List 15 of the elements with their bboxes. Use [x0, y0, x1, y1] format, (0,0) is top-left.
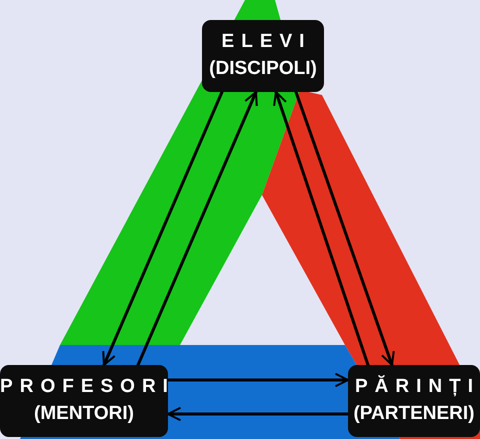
label-box: [348, 365, 480, 437]
label-box: [202, 20, 324, 92]
role-title: PĂRINȚI: [355, 374, 480, 399]
role-subtitle: (PARTENERI): [353, 402, 475, 426]
arrow: [166, 372, 350, 388]
label-box: [0, 365, 168, 437]
role-title: ELEVI: [222, 30, 312, 54]
role-subtitle: (MENTORI): [34, 402, 134, 426]
arrow: [294, 90, 395, 366]
role-subtitle: (DISCIPOLI): [209, 57, 317, 81]
role-title: PROFESORI: [0, 375, 175, 399]
arrow: [166, 406, 350, 422]
arrow: [136, 90, 258, 366]
arrow: [273, 90, 370, 366]
arrow: [102, 90, 224, 366]
